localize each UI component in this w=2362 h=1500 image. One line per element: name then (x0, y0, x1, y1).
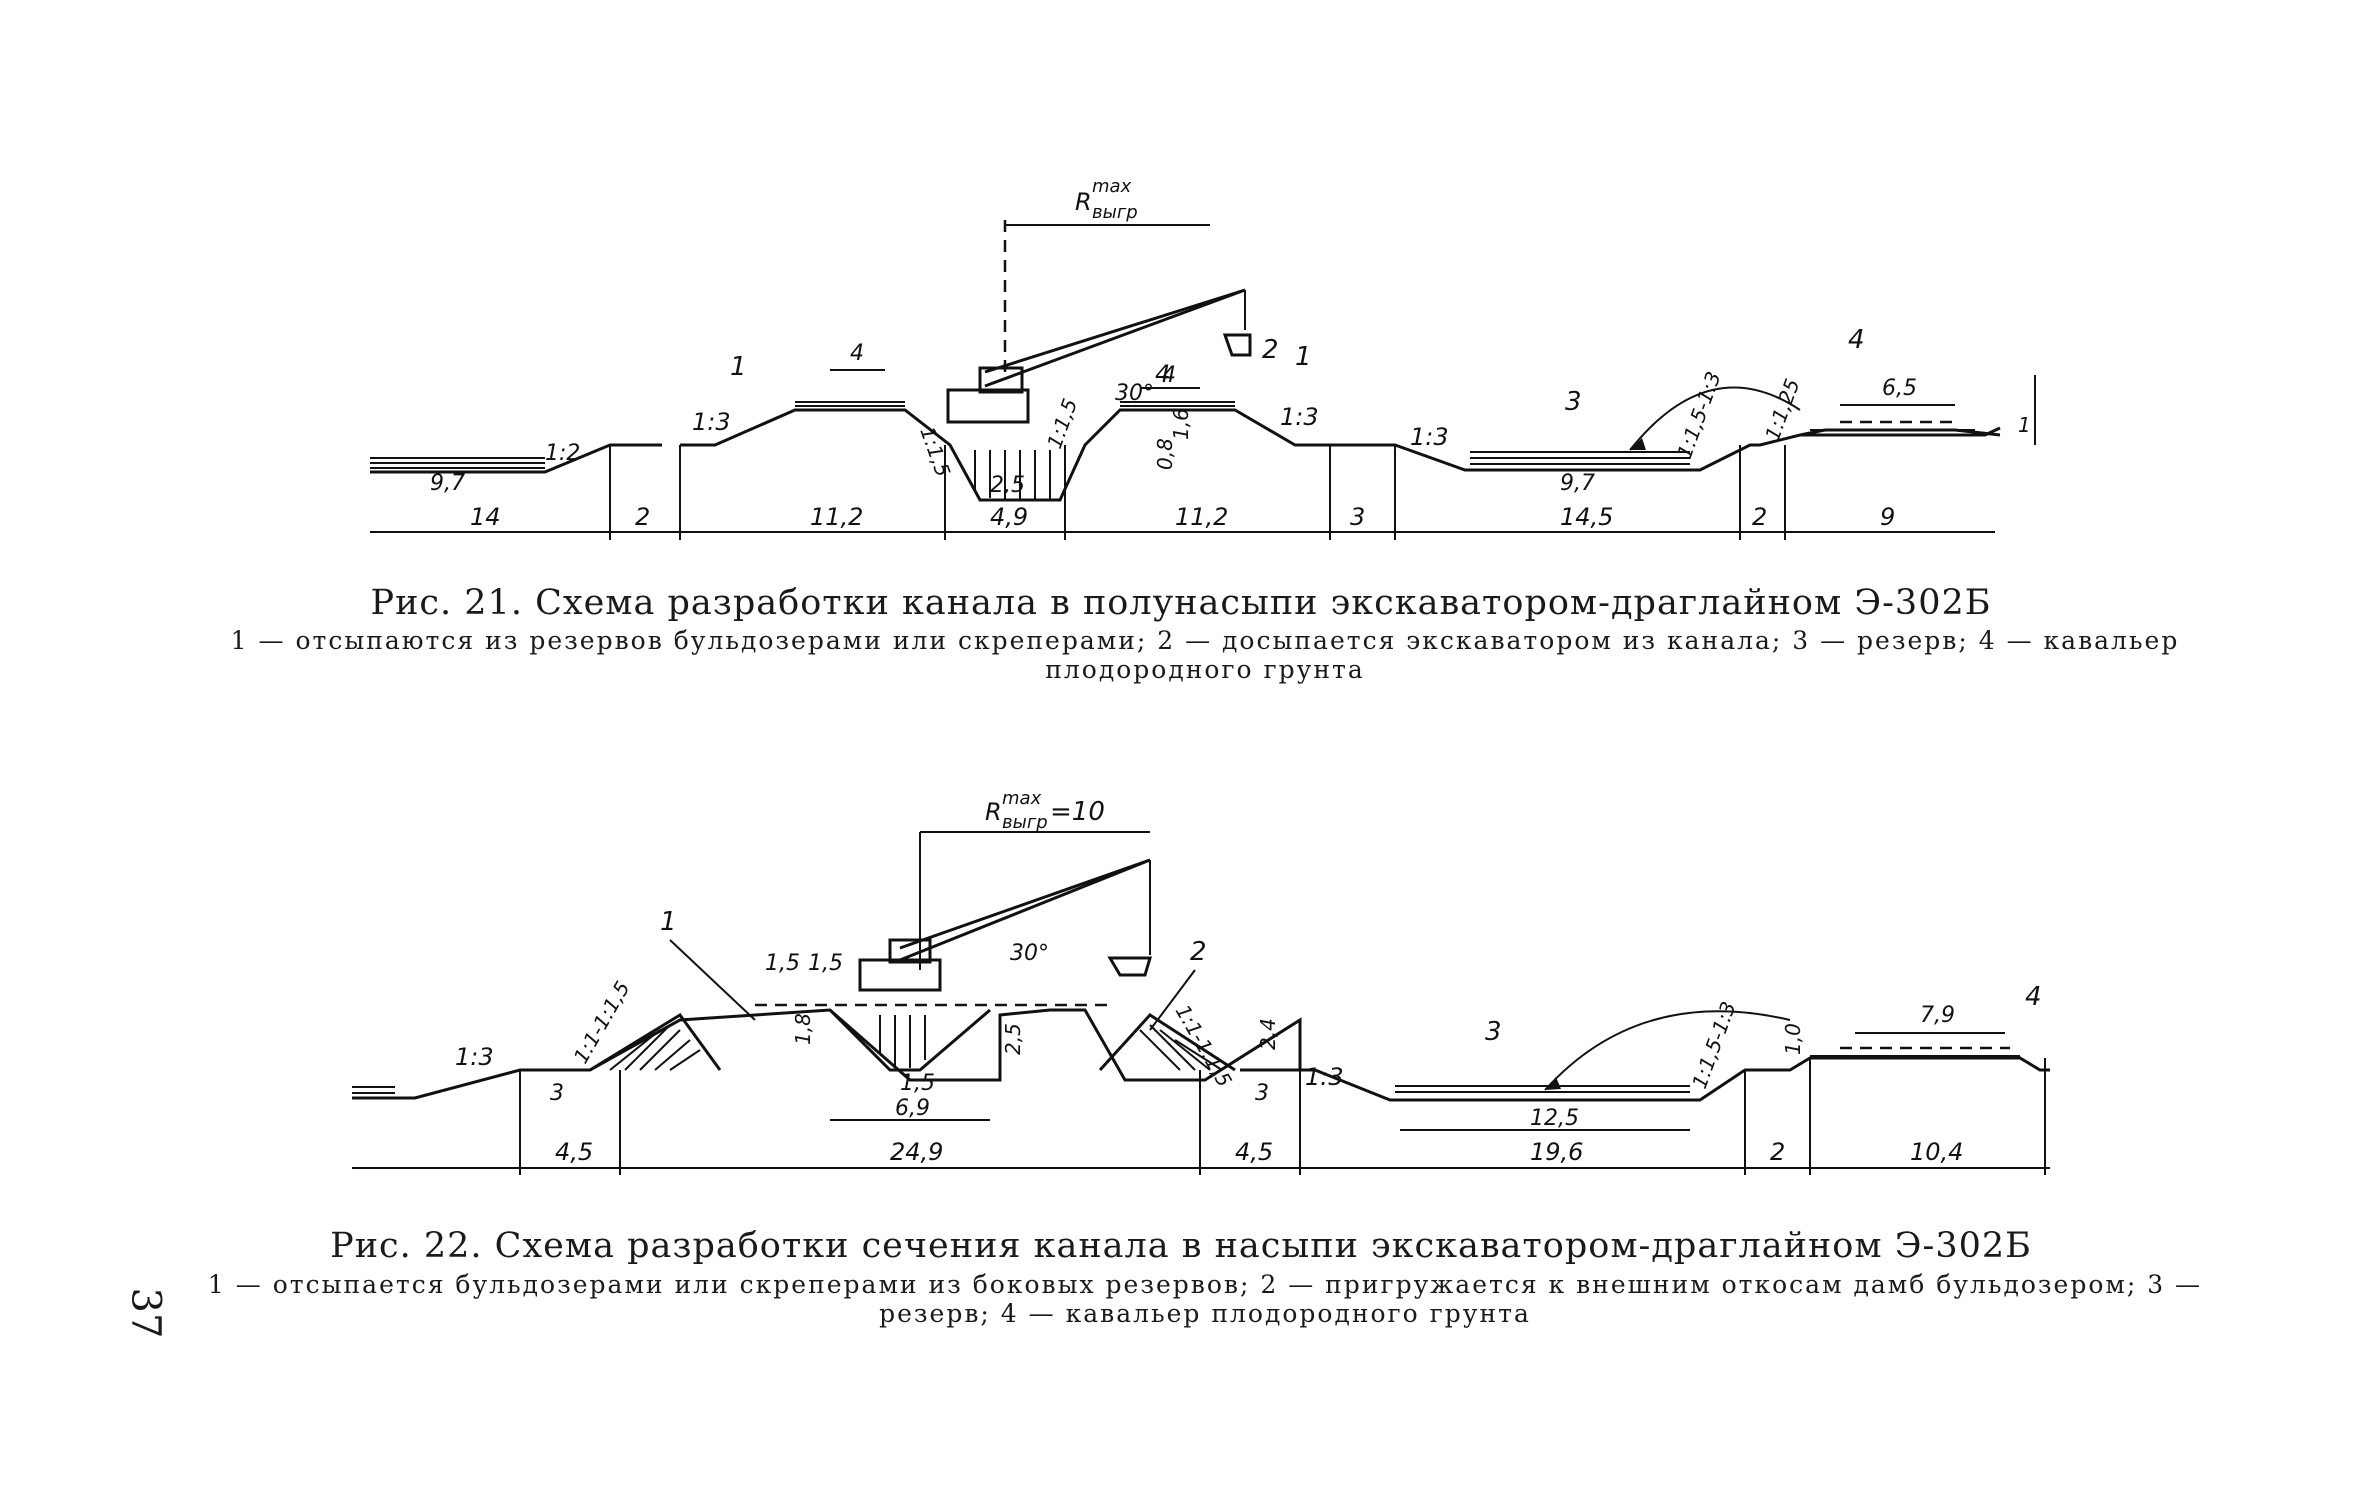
fig22-callout-1-leader (669, 939, 756, 1021)
fig22-right-dam-hatch (1098, 1013, 1236, 1072)
fig21-dim-bottom-8: 2 (1752, 503, 1767, 531)
fig21-dim-top-4: 9,7 (430, 471, 465, 496)
fig21-height-2: 1,6 (1169, 408, 1193, 440)
fig21-dim-top-5: 2,5 (990, 473, 1025, 498)
fig21-callout-4a: 4 (1848, 325, 1865, 355)
fig21-radius-dim: R max выгр (1003, 176, 1210, 380)
fig22-radius-dim: R max выгр =10 (919, 790, 1150, 970)
fig21-slope-2: 1:3 (692, 408, 731, 436)
fig21-dim-ticks (609, 445, 1786, 540)
fig21-dim-bottom-4: 4,9 (990, 503, 1028, 531)
fig22-slope-4: 1:3 (1305, 1063, 1344, 1091)
fig21-dim-top-6: 9,7 (1560, 471, 1595, 496)
fig21-height-3: 1 (2018, 413, 2031, 437)
figure-21-legend: 1 — отсыпаются из резервов бульдозерами … (230, 626, 2180, 684)
fig21-dim-top-1: 4 (850, 341, 864, 366)
fig22-dim-bottom-1: 4,5 (555, 1138, 593, 1166)
fig22-right-reserve (1395, 1085, 1690, 1093)
fig22-dim-top-3: 7,9 (1920, 1003, 1955, 1028)
fig22-dim-bottom-4: 19,6 (1530, 1138, 1583, 1166)
fig22-dim-bottom-3: 4,5 (1235, 1138, 1273, 1166)
fig21-dim-bottom-7: 14,5 (1560, 503, 1613, 531)
fig21-angle-label: 30° (1115, 381, 1154, 406)
fig21-radius-sub: выгр (1092, 202, 1138, 223)
figure-22-title: Рис. 22. Схема разработки сечения канала… (330, 1226, 2032, 1266)
fig21-callout-2: 2 (1262, 335, 1279, 365)
fig22-arrowhead (1545, 1077, 1561, 1090)
fig22-dim-ticks (519, 1058, 2046, 1175)
fig21-dim-top-2: 4 (1162, 363, 1176, 388)
fig22-dim-top-8: 12,5 (1530, 1106, 1579, 1131)
fig22-dim-bottom-2: 24,9 (890, 1138, 943, 1166)
fig22-callout-4: 4 (2025, 982, 2042, 1012)
fig22-height-4: 1,0 (1781, 1023, 1805, 1055)
fig22-left-reserve (352, 1086, 395, 1094)
fig21-slope-5: 1:3 (1280, 403, 1319, 431)
fig21-left-reserve (370, 457, 545, 469)
fig22-dim-bottom-6: 10,4 (1910, 1138, 1963, 1166)
fig22-angle-label: 30° (1010, 941, 1049, 966)
fig21-callout-4b: 4 (1155, 360, 1170, 388)
fig21-dim-bottom-6: 3 (1350, 503, 1365, 531)
fig22-height-1: 1,8 (791, 1013, 815, 1045)
fig22-dim-top-5: 3 (1255, 1081, 1269, 1106)
fig22-channel (828, 1008, 991, 1072)
fig22-dim-bottom-5: 2 (1770, 1138, 1785, 1166)
fig21-slope-7: 1:1,5-1:3 (1672, 368, 1726, 461)
figure-21-diagram: R max выгр 30° 0,8 1,6 1 1 1 2 3 4 4 1:2… (370, 176, 2036, 540)
fig21-slope-6: 1:3 (1410, 423, 1449, 451)
fig22-left-dam-hatch (589, 1012, 722, 1072)
fig22-dim-top-6: 1,5 (900, 1071, 935, 1096)
fig22-height-3: 2,4 (1256, 1018, 1280, 1050)
figure-22-legend: 1 — отсыпается бульдозерами или скрепера… (207, 1270, 2203, 1328)
fig22-radius-value: =10 (1050, 797, 1105, 827)
fig21-dim-bottom-9: 9 (1880, 503, 1895, 531)
fig21-transfer-arrow (1629, 386, 1801, 451)
fig22-callout-3: 3 (1485, 1017, 1502, 1047)
fig21-dim-top-3: 6,5 (1882, 376, 1917, 401)
fig22-dim-top-1: 1,5 (765, 951, 800, 976)
fig22-slope-2: 1:1-1:1,5 (569, 977, 635, 1068)
fig22-transfer-arrow (1544, 1010, 1791, 1091)
fig22-ground-profile (352, 1008, 2050, 1102)
fig22-cavalier (1810, 1046, 2020, 1057)
fig22-radius-sub: выгр (1002, 812, 1048, 833)
fig21-height-1: 0,8 (1153, 438, 1177, 470)
fig22-dim-top-2: 1,5 (808, 951, 843, 976)
fig22-radius-label: R (985, 798, 1002, 826)
fig21-callout-1a: 1 (730, 352, 747, 382)
figure-22-diagram: R max выгр =10 30° 1 2 3 4 1:3 1:1-1:1,5… (352, 790, 2050, 1175)
fig21-dim-bottom-1: 14 (470, 503, 501, 531)
fig21-dim-bottom-2: 2 (635, 503, 650, 531)
fig21-dam-hatch (795, 401, 1235, 407)
fig21-callout-3: 3 (1565, 387, 1582, 417)
fig21-slope-1: 1:2 (545, 441, 580, 466)
excavator-dragline-21 (946, 288, 1252, 424)
fig21-dim-bottom-5: 11,2 (1175, 503, 1228, 531)
fig21-callout-1b: 1 (1295, 342, 1312, 372)
fig22-callout-2: 2 (1190, 937, 1207, 967)
fig21-slope-4: 1:1,5 (1042, 395, 1082, 451)
excavator-dragline-22 (755, 858, 1153, 1007)
fig21-radius-label: R (1075, 188, 1092, 216)
figure-21-title: Рис. 21. Схема разработки канала в полун… (370, 583, 1992, 623)
fig21-slope-3: 1:1,5 (915, 424, 955, 480)
fig22-dim-top-7: 6,9 (895, 1096, 930, 1121)
fig21-radius-sup: max (1092, 176, 1132, 197)
fig21-right-reserve (1470, 451, 1690, 465)
fig22-dim-top-4: 3 (550, 1081, 564, 1106)
fig22-callout-2-leader (1149, 969, 1196, 1031)
fig22-height-2: 2,5 (1001, 1023, 1025, 1055)
fig22-slope-1: 1:3 (455, 1043, 494, 1071)
fig21-cavalier (1810, 420, 1975, 431)
fig22-radius-sup: max (1002, 790, 1042, 809)
fig21-dim-bottom-3: 11,2 (810, 503, 863, 531)
page-number: 37 (122, 1287, 169, 1339)
fig22-callout-1: 1 (660, 907, 677, 937)
fig21-arrowhead (1630, 438, 1646, 450)
